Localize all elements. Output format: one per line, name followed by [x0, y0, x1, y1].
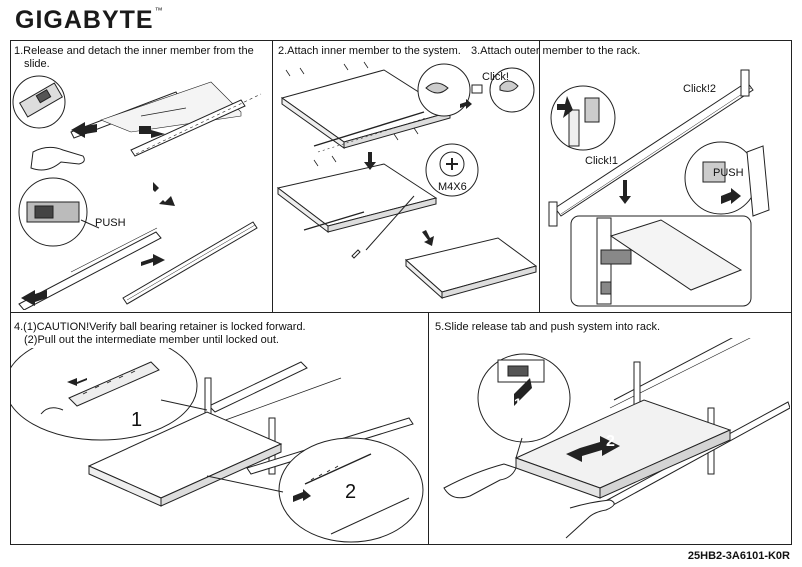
marker-2-step5-label: 2: [606, 433, 615, 450]
marker-2-label: 2: [345, 481, 356, 503]
horizontal-divider: [10, 312, 792, 313]
click-label: Click!: [482, 71, 509, 83]
step-4-caption: 4.(1)CAUTION!Verify ball bearing retaine…: [14, 321, 424, 347]
push-label-1: PUSH: [95, 217, 126, 229]
instruction-frame: [10, 40, 792, 545]
step-3-illustration: Click!2 Click!1 PUSH: [548, 69, 770, 307]
step-1-line2: slide.: [24, 58, 50, 70]
step-2-illustration: Click! M4X6: [276, 61, 538, 300]
step-4-illustration: 1 2: [11, 348, 424, 543]
step-4-line2: (2)Pull out the intermediate member unti…: [24, 334, 279, 346]
step-1-line1: 1.Release and detach the inner member fr…: [14, 45, 254, 57]
screw-size-label: M4X6: [438, 181, 467, 193]
push-label-3: PUSH: [713, 167, 744, 179]
marker-1-step5-label: 1: [514, 395, 522, 411]
step-3-caption: 3.Attach outer member to the rack.: [471, 45, 641, 57]
step-2-caption: 2.Attach inner member to the system.: [278, 45, 461, 57]
step-4-line1: 4.(1)CAUTION!Verify ball bearing retaine…: [14, 321, 306, 333]
top-divider-2: [539, 40, 540, 312]
click1-label: Click!1: [585, 155, 618, 167]
part-number: 25HB2-3A6101-K0R: [687, 550, 790, 562]
trademark-mark: ™: [154, 6, 164, 15]
brand-logo: GIGABYTE™: [15, 6, 164, 35]
click2-label: Click!2: [683, 83, 716, 95]
step-1-caption: 1.Release and detach the inner member fr…: [14, 45, 269, 71]
step-5-caption: 5.Slide release tab and push system into…: [435, 321, 661, 333]
top-divider-1: [272, 40, 273, 312]
marker-1-label: 1: [131, 409, 142, 431]
step-5-illustration: 1 2: [443, 338, 790, 539]
bottom-divider: [428, 312, 429, 545]
step-1-illustration: PUSH: [12, 75, 262, 310]
brand-name: GIGABYTE: [15, 6, 154, 34]
